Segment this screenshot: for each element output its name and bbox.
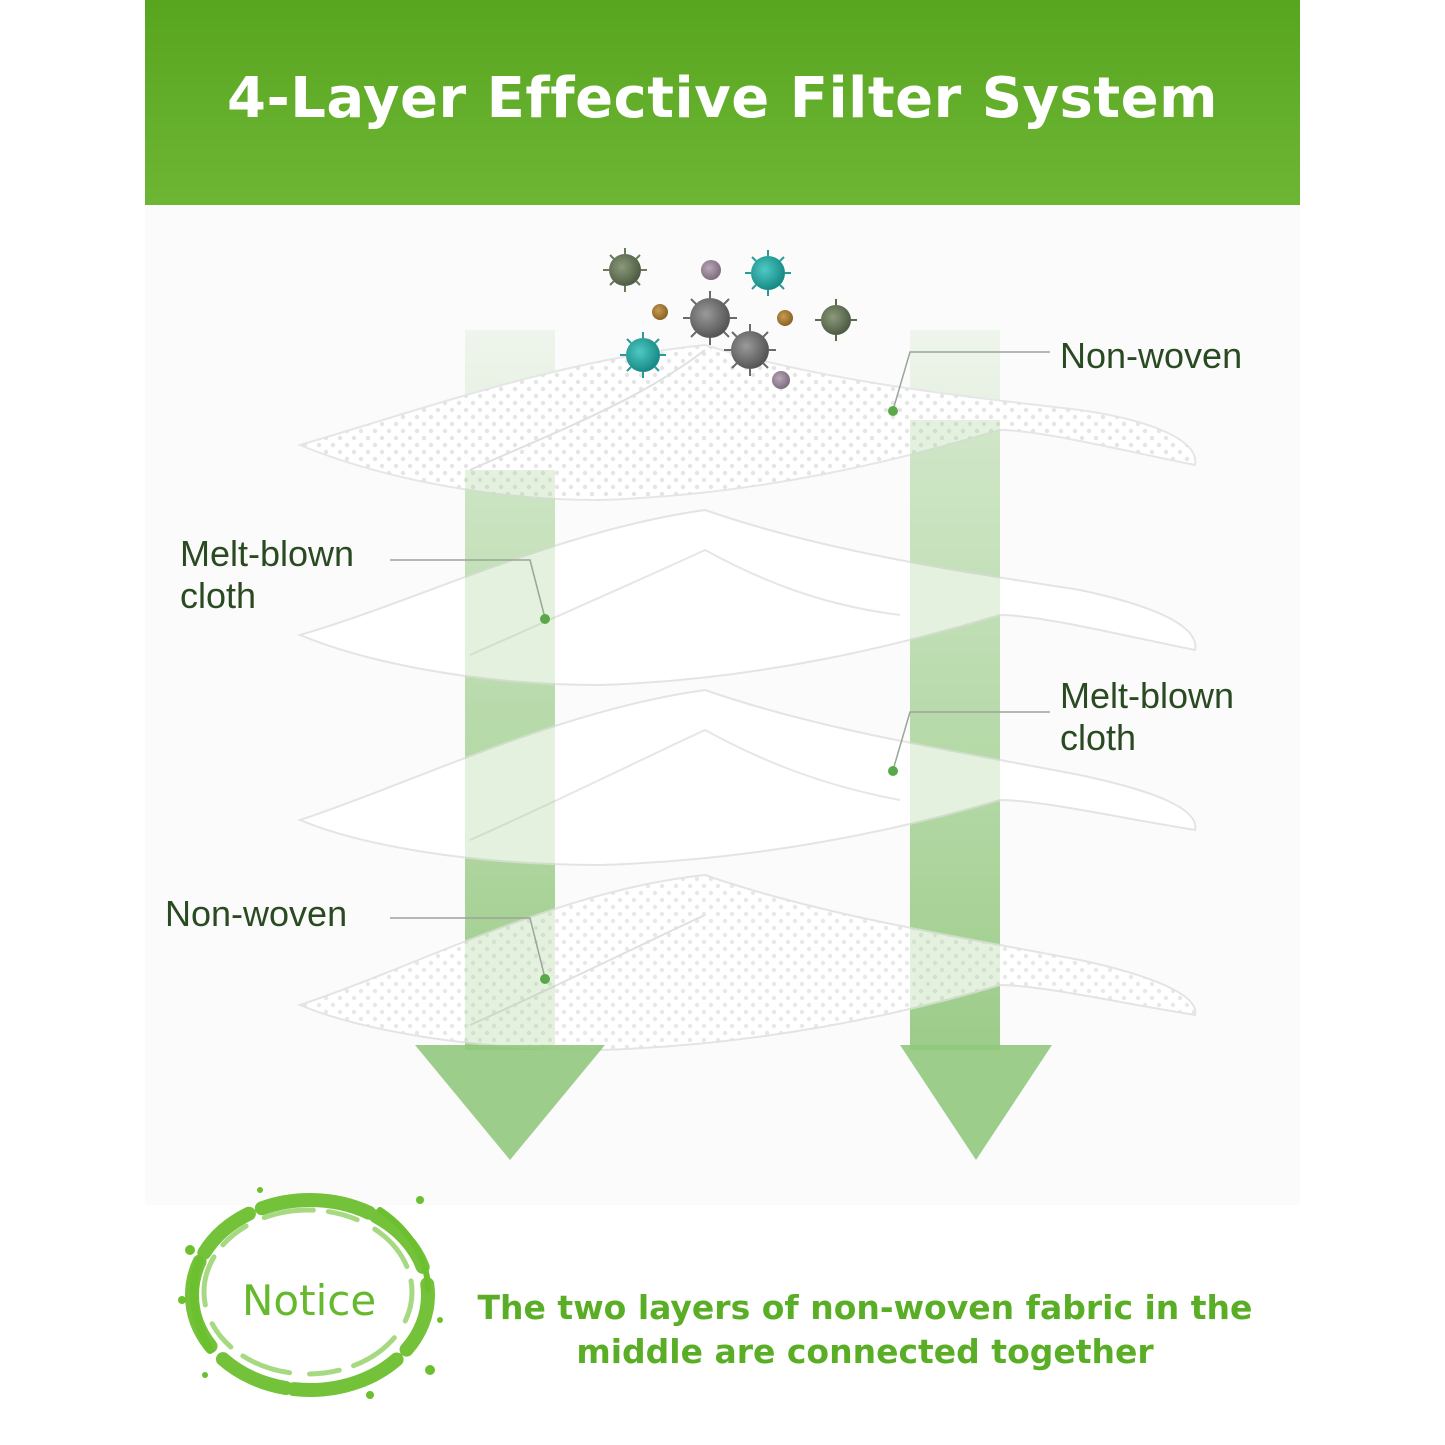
label-melt-blown-left-line1: Melt-blown: [180, 533, 355, 574]
leader-dots: [540, 406, 898, 984]
layer-melt-blown-2: [297, 688, 1197, 867]
notice-stamp-icon: [178, 1187, 443, 1399]
arrow-shaft-right-front: [910, 420, 1000, 1050]
notice-block: Notice The two layers of non-woven fabri…: [170, 1170, 1280, 1410]
notice-text-line1: The two layers of non-woven fabric in th…: [477, 1288, 1253, 1327]
down-arrow-icon: [415, 1045, 605, 1160]
virus-particle-icon: [777, 310, 793, 326]
title-banner: 4-Layer Effective Filter System: [145, 0, 1300, 205]
page-title: 4-Layer Effective Filter System: [227, 66, 1218, 131]
virus-particle-icon: [620, 332, 666, 378]
label-melt-blown-right: Melt-blown cloth: [1060, 675, 1234, 759]
label-melt-blown-left: Melt-blown cloth: [180, 533, 354, 617]
leader-lines: [390, 351, 1050, 979]
virus-cluster: [603, 248, 857, 389]
notice-text: The two layers of non-woven fabric in th…: [455, 1286, 1275, 1374]
virus-particle-icon: [772, 371, 790, 389]
virus-particle-icon: [603, 248, 647, 292]
virus-particle-icon: [683, 291, 737, 345]
label-non-woven-top: Non-woven: [1060, 335, 1243, 376]
virus-particle-icon: [652, 304, 668, 320]
virus-particle-icon: [815, 299, 857, 341]
notice-stamp-label: Notice: [242, 1276, 377, 1325]
arrow-shaft-left-front: [465, 470, 555, 1050]
notice-text-line2: middle are connected together: [576, 1332, 1154, 1371]
virus-particle-icon: [724, 324, 776, 376]
virus-particle-icon: [701, 260, 721, 280]
layer-illustration: [145, 205, 1300, 1205]
label-melt-blown-right-line1: Melt-blown: [1060, 675, 1235, 716]
label-melt-blown-left-line2: cloth: [180, 575, 257, 616]
filter-layer-diagram: Non-woven Melt-blown cloth Melt-blown cl…: [0, 205, 1445, 1205]
virus-particle-icon: [745, 250, 791, 296]
label-non-woven-bottom: Non-woven: [165, 893, 348, 934]
label-melt-blown-right-line2: cloth: [1060, 717, 1137, 758]
layer-non-woven-top: [296, 343, 1197, 502]
down-arrow-icon: [900, 1045, 1052, 1160]
